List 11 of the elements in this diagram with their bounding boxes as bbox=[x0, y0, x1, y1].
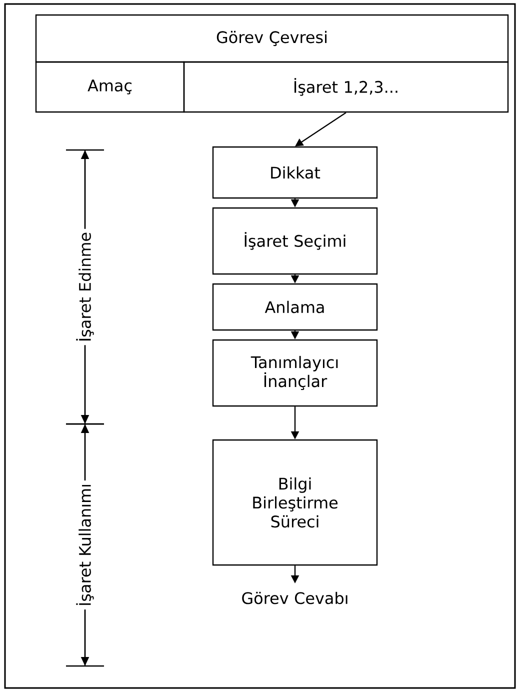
process-box: Tanımlayıcı İnançlar bbox=[212, 339, 378, 407]
process-box: Bilgi Birleştirme Süreci bbox=[212, 439, 378, 566]
dimension-label: İşaret Edinme bbox=[75, 228, 95, 346]
table-cell: İşaret 1,2,3... bbox=[183, 61, 509, 113]
header-cell: Görev Çevresi bbox=[35, 14, 509, 63]
table-cell: Amaç bbox=[35, 61, 185, 113]
process-box: İşaret Seçimi bbox=[212, 207, 378, 275]
dimension-label: İşaret Kullanımı bbox=[75, 480, 95, 610]
process-box: Dikkat bbox=[212, 146, 378, 199]
output-text: Görev Cevabı bbox=[242, 592, 348, 604]
process-box: Anlama bbox=[212, 283, 378, 331]
